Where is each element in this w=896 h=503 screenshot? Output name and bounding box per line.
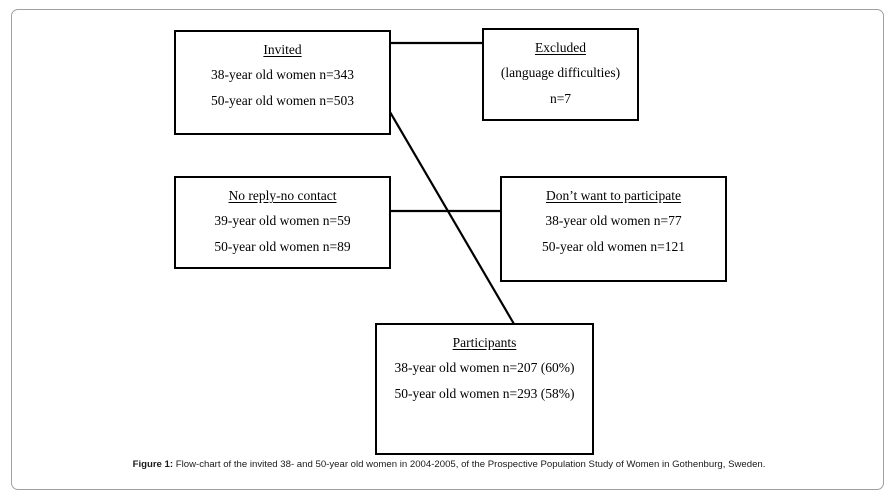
node-participants-line-2: 50-year old women n=293 (58%): [394, 386, 575, 401]
node-invited-line-1: 38-year old women n=343: [211, 67, 354, 82]
node-no-reply-no-contact[interactable]: No reply-no contact 39-year old women n=…: [174, 176, 391, 269]
figure-caption: Figure 1: Flow-chart of the invited 38- …: [34, 458, 864, 471]
node-invited[interactable]: Invited 38-year old women n=343 50-year …: [174, 30, 391, 135]
node-excluded-title: Excluded: [535, 40, 586, 55]
node-dont-want-to-participate[interactable]: Don’t want to participate 38-year old wo…: [500, 176, 727, 282]
figure-caption-label: Figure 1:: [132, 459, 174, 470]
figure-caption-text: Flow-chart of the invited 38- and 50-yea…: [175, 459, 766, 470]
node-no-reply-title: No reply-no contact: [228, 188, 337, 203]
node-participants-title: Participants: [452, 335, 517, 350]
node-no-reply-line-2: 50-year old women n=89: [214, 239, 351, 254]
node-excluded-line-1: (language difficulties): [500, 65, 621, 80]
node-dont-want-line-1: 38-year old women n=77: [545, 213, 682, 228]
node-participants[interactable]: Participants 38-year old women n=207 (60…: [375, 323, 594, 455]
node-invited-line-2: 50-year old women n=503: [211, 93, 354, 108]
node-excluded[interactable]: Excluded (language difficulties) n=7: [482, 28, 639, 121]
node-participants-line-1: 38-year old women n=207 (60%): [394, 360, 575, 375]
node-dont-want-line-2: 50-year old women n=121: [542, 239, 685, 254]
node-dont-want-title: Don’t want to participate: [545, 188, 682, 203]
node-excluded-line-2: n=7: [549, 91, 572, 106]
connector-invited-to-participants: [389, 111, 515, 325]
node-no-reply-line-1: 39-year old women n=59: [214, 213, 351, 228]
node-invited-title: Invited: [263, 42, 302, 57]
